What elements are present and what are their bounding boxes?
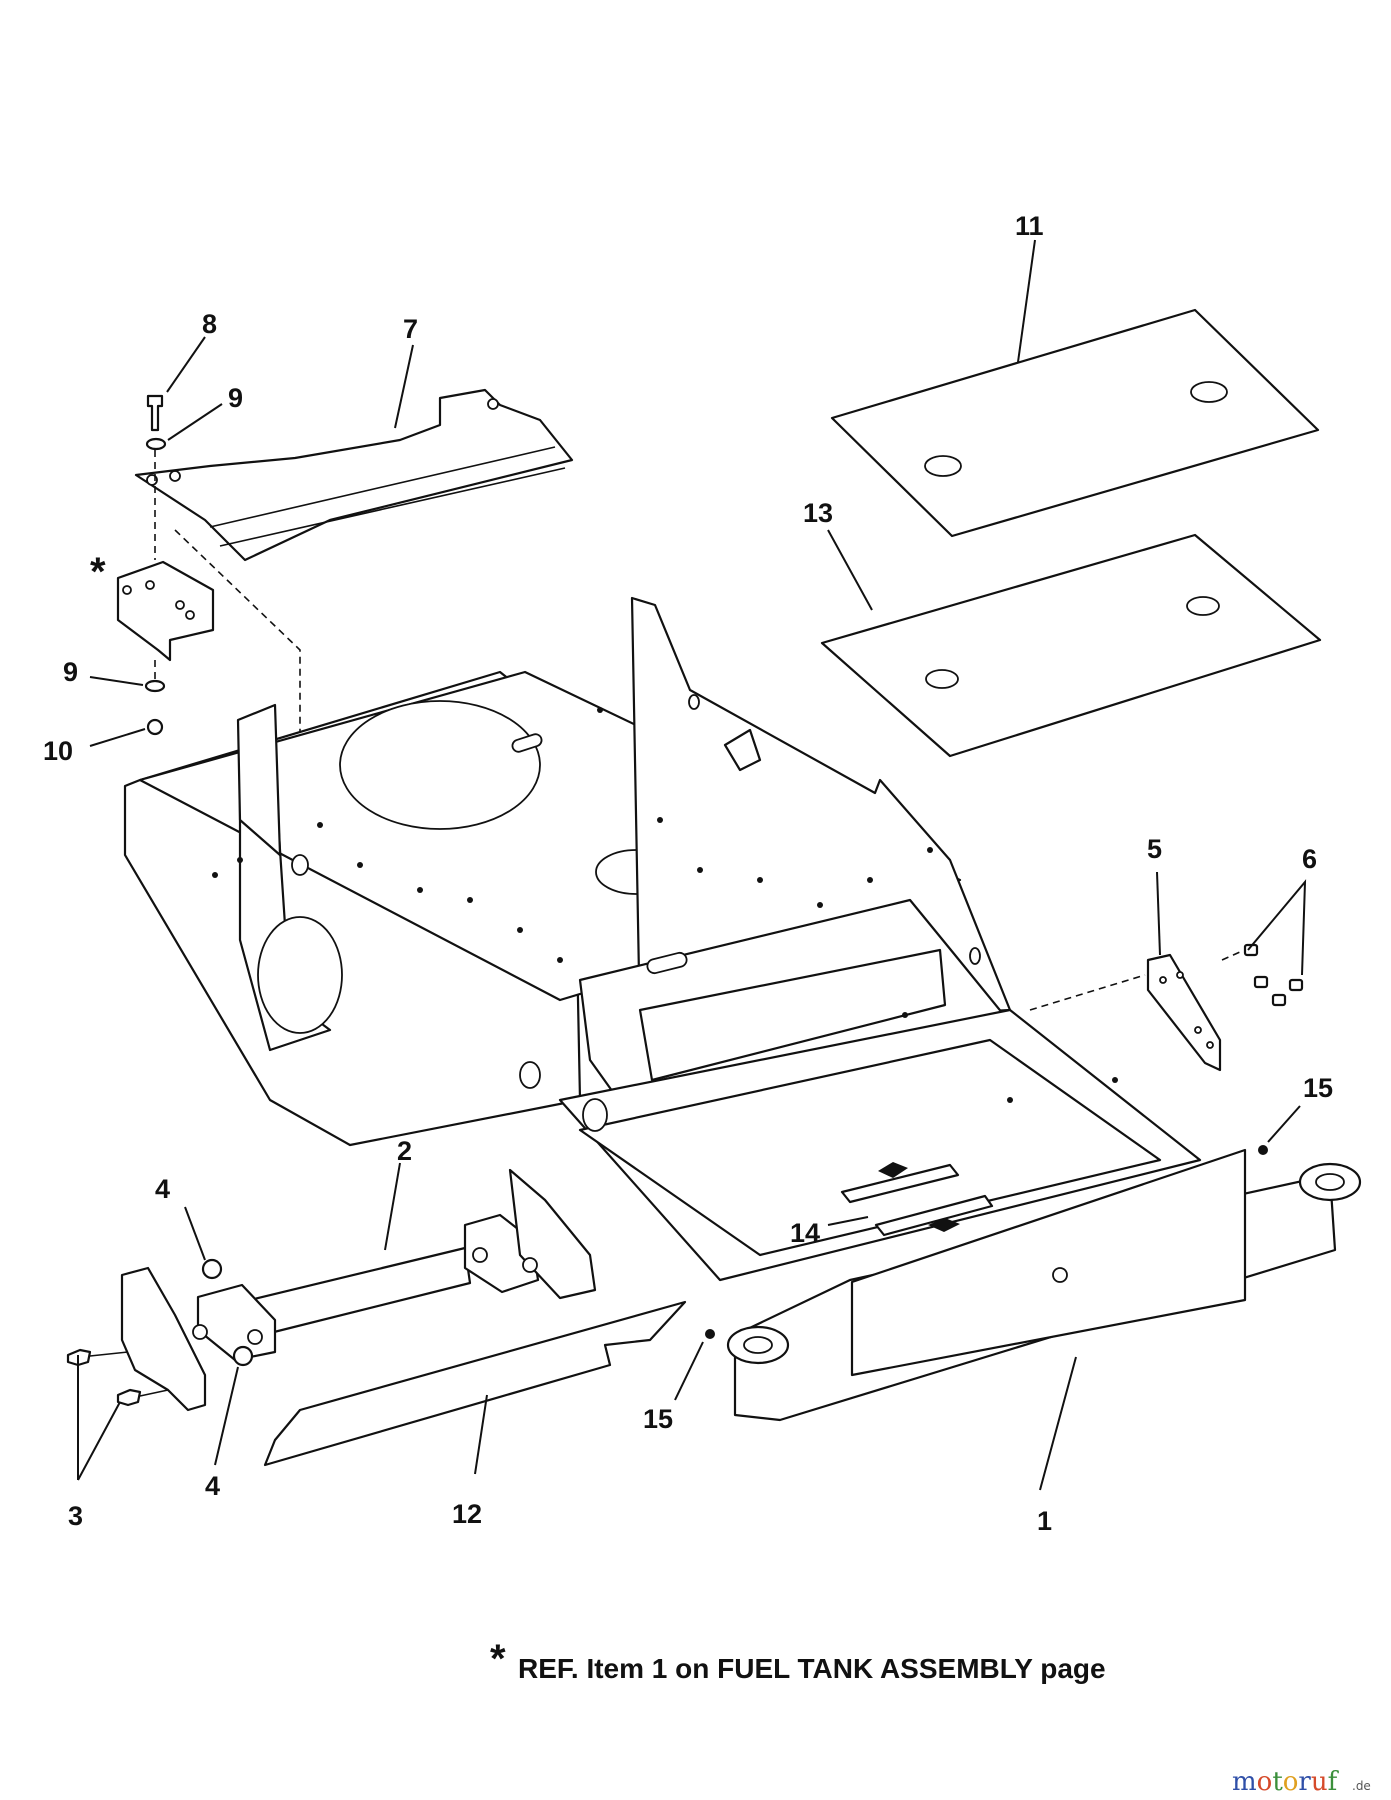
- callout-9-top: 9: [228, 383, 243, 413]
- callout-10: 10: [43, 736, 73, 766]
- callout-11: 11: [1015, 211, 1044, 241]
- callout-14: 14: [790, 1218, 820, 1248]
- footnote-text: REF. Item 1 on FUEL TANK ASSEMBLY page: [518, 1653, 1106, 1684]
- part-11-plate: [830, 308, 1320, 538]
- footnote-star: *: [490, 1637, 506, 1681]
- callout-13: 13: [803, 498, 833, 528]
- watermark-letter: m: [1232, 1767, 1257, 1797]
- part-1-frame: [123, 596, 1362, 1422]
- part-13-plate: [820, 533, 1322, 758]
- callout-4-bottom: 4: [205, 1471, 220, 1501]
- callout-15-right: 15: [1303, 1073, 1333, 1103]
- svg-text:motoruf: motoruf: [1232, 1767, 1340, 1797]
- callout-labels: 11 13 7 8 9 * 9 10 5 6 15 2 4 14 15 4 12…: [43, 211, 1333, 1536]
- callout-7: 7: [403, 314, 418, 344]
- part-6-bolts: [1243, 943, 1304, 1007]
- part-5-plate: [1029, 951, 1241, 1072]
- footnote: * REF. Item 1 on FUEL TANK ASSEMBLY page: [490, 1637, 1106, 1684]
- callout-15-lower: 15: [643, 1404, 673, 1434]
- watermark-letter: t: [1272, 1767, 1283, 1797]
- watermark-letter: u: [1311, 1767, 1328, 1797]
- part-12-shield: [263, 1300, 687, 1467]
- watermark-letter: o: [1257, 1767, 1273, 1797]
- callout-6: 6: [1302, 844, 1317, 874]
- part-2-axle: [66, 1168, 597, 1412]
- callout-5: 5: [1147, 834, 1162, 864]
- callout-2: 2: [397, 1136, 412, 1166]
- callout-star: *: [90, 550, 106, 594]
- part-14-decals: [840, 1162, 994, 1237]
- watermark-letter: f: [1328, 1767, 1340, 1797]
- leader-lines: [77, 239, 1307, 1491]
- watermark-suffix: .de: [1352, 1779, 1371, 1793]
- callout-1: 1: [1037, 1506, 1052, 1536]
- callout-3: 3: [68, 1501, 83, 1531]
- part-15-screws: [705, 1145, 1268, 1339]
- part-7-cover: [134, 388, 574, 562]
- callout-4-top: 4: [155, 1174, 170, 1204]
- watermark-letter: r: [1298, 1767, 1311, 1797]
- watermark-logo: motoruf .de: [1232, 1767, 1371, 1797]
- callout-9-lower: 9: [63, 657, 78, 687]
- callout-12: 12: [452, 1499, 482, 1529]
- callout-8: 8: [202, 309, 217, 339]
- watermark-letter: o: [1283, 1767, 1299, 1797]
